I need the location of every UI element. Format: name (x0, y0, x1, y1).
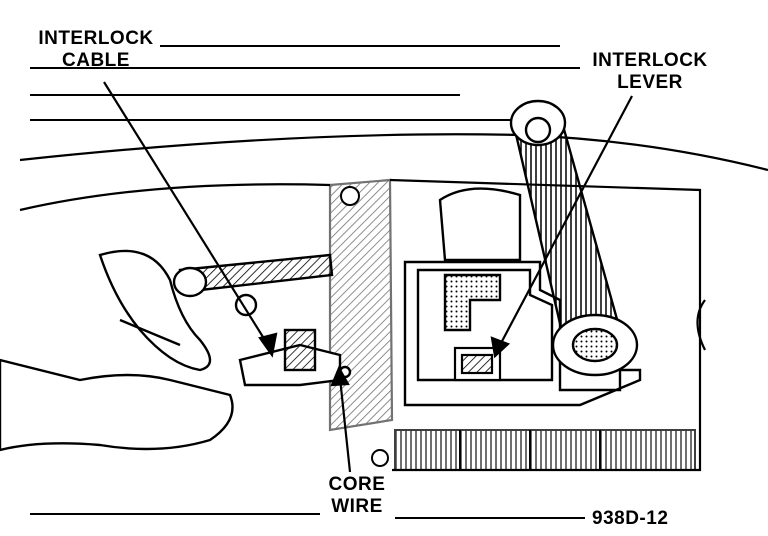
gate-plate (403, 260, 642, 407)
fastener-screws (340, 186, 389, 467)
interlock-cable-label-line2: CABLE (62, 50, 130, 71)
interlock-cable-part (172, 253, 352, 387)
figure-id: 938D-12 (592, 508, 669, 529)
interlock-lever-label-line2: LEVER (617, 72, 683, 93)
shift-lever (438, 99, 639, 377)
core-wire-label: CORE WIRE (320, 474, 394, 518)
interlock-lever-part (453, 346, 502, 382)
interlock-lever-label-line1: INTERLOCK (592, 50, 708, 71)
interlock-cable-label: INTERLOCK CABLE (34, 28, 158, 72)
pointer-leaders (103, 81, 633, 473)
leader-rules (30, 45, 585, 519)
indicator-strip (394, 429, 696, 471)
interlock-lever-label: INTERLOCK LEVER (586, 50, 714, 94)
technician-hand (0, 249, 234, 452)
core-wire-label-line1: CORE (328, 474, 386, 495)
interlock-cable-label-line1: INTERLOCK (38, 28, 154, 49)
core-wire-label-line2: WIRE (331, 496, 383, 517)
